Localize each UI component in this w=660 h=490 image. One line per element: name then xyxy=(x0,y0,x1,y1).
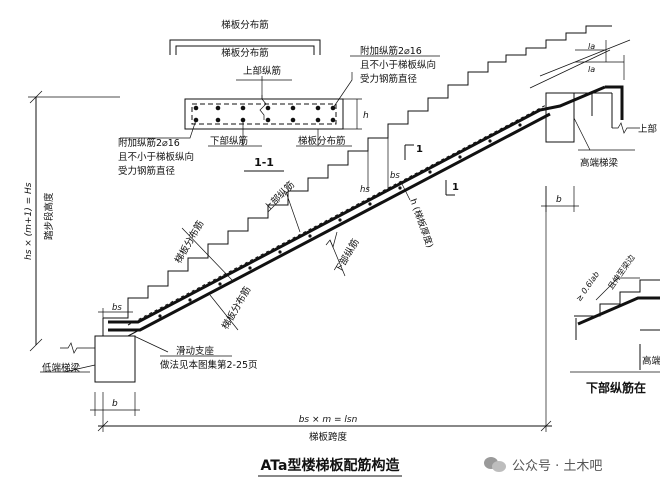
label-sliding-support-2: 做法见本图集第2-25页 xyxy=(160,359,258,371)
wechat-icon xyxy=(484,455,506,473)
label-additional-bar-left-1: 附加纵筋2⌀16 xyxy=(118,137,180,149)
section-cut-marks: 1 1 xyxy=(404,144,459,196)
section-mark-right: 1 xyxy=(452,182,459,193)
label-bottom-bar-section: 下部纵筋 xyxy=(210,135,248,147)
section-bottom-bars xyxy=(193,117,336,123)
low-end-beam xyxy=(60,335,136,383)
label-bs-low: bs xyxy=(112,303,122,313)
label-slab-dist-bar-mid: 梯板分布筋 xyxy=(221,47,269,59)
watermark-text: 公众号 · 土木吧 xyxy=(512,458,603,474)
label-additional-bar-left-3: 受力钢筋直径 xyxy=(118,165,176,177)
main-title: ATa型楼梯板配筋构造 xyxy=(261,457,400,474)
label-detail-text: 且伸至梁边 xyxy=(605,253,636,292)
section-top-bars xyxy=(193,105,336,111)
detail-bottom-right: ≥ 0.6lab 且伸至梁边 高端 下部纵筋在 xyxy=(570,253,660,395)
label-hs: hs xyxy=(360,185,370,195)
b-dimension-low: b xyxy=(90,392,140,416)
label-additional-bar-left-2: 且不小于梯板纵向 xyxy=(118,151,194,163)
section-title: 1-1 xyxy=(254,156,274,169)
label-low-beam: 低端梯梁 xyxy=(42,362,81,374)
b-dimension-high: b xyxy=(541,186,579,212)
label-additional-bar-right-1: 附加纵筋2⌀16 xyxy=(360,45,422,57)
label-detail-formula: ≥ 0.6lab xyxy=(574,270,601,303)
label-slab-dist-bar-top: 梯板分布筋 xyxy=(221,19,269,31)
label-detail-high: 高端 xyxy=(642,355,660,367)
label-additional-bar-right-3: 受力钢筋直径 xyxy=(360,73,418,85)
high-end-beam xyxy=(545,92,640,143)
label-span-formula: bs × m = lsn xyxy=(299,415,358,425)
watermark: 公众号 · 土木吧 xyxy=(484,452,602,476)
label-high-beam: 高端梯梁 xyxy=(580,157,619,169)
label-la-top-2: la xyxy=(588,65,595,74)
label-dist-bar-main-lower: 梯板分布筋 xyxy=(219,284,253,331)
label-bottom-caption: 下部纵筋在 xyxy=(586,380,646,395)
label-h-slab: h (梯板厚度) xyxy=(407,197,436,250)
span-dimension: bs × m = lsn 梯板跨度 xyxy=(97,186,552,443)
stair-profile xyxy=(102,25,613,337)
main-rebars xyxy=(108,85,624,332)
label-top-right: 上部 xyxy=(638,123,657,135)
section-mark-left: 1 xyxy=(416,144,423,155)
label-height-formula: hs × (m+1) = Hs xyxy=(24,182,34,260)
label-top-bar-section: 上部纵筋 xyxy=(243,65,281,77)
distribution-bar-dots xyxy=(158,123,522,318)
label-dist-bar-section: 梯板分布筋 xyxy=(298,135,346,147)
label-b-low: b xyxy=(112,399,118,409)
label-sliding-support-1: 滑动支座 xyxy=(176,345,215,357)
label-h-section: h xyxy=(363,111,369,121)
label-b-high: b xyxy=(556,195,562,205)
label-span-name: 梯板跨度 xyxy=(309,431,348,443)
label-height-name: 踏步段高度 xyxy=(43,192,55,240)
label-la-top-1: la xyxy=(588,42,595,51)
section-1-1-detail: 梯板分布筋 梯板分布筋 上部纵筋 xyxy=(118,19,440,177)
label-additional-bar-right-2: 且不小于梯板纵向 xyxy=(360,59,436,71)
la-dimensions: la la 上部 xyxy=(529,39,657,135)
height-dimension: hs × (m+1) = Hs 踏步段高度 xyxy=(24,90,120,352)
label-bs: bs xyxy=(390,171,400,181)
